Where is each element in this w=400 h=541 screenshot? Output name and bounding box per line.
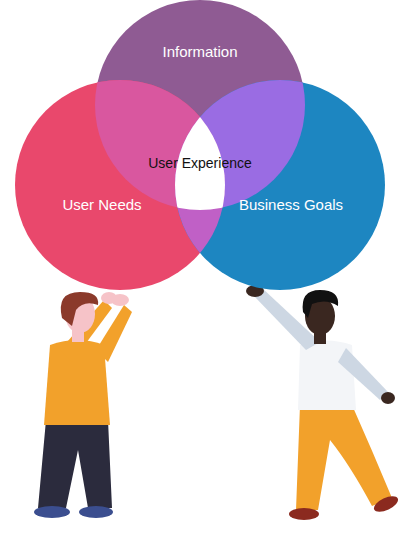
node-label: User Experience xyxy=(148,155,252,173)
node-label: Information xyxy=(162,43,237,62)
node-label: Business Goals xyxy=(239,196,343,215)
left-person xyxy=(34,292,132,518)
text-holder: User Needs xyxy=(47,196,157,215)
overlap-info-goals xyxy=(175,80,385,290)
node-label: User Needs xyxy=(62,196,141,215)
text-holder: User Experience xyxy=(148,154,252,172)
text-holder: Business Goals xyxy=(236,196,346,215)
overlap-needs-goals xyxy=(175,80,385,290)
overlap-info-needs xyxy=(15,80,225,290)
text-holder: Information xyxy=(125,43,275,62)
right-person xyxy=(246,285,400,520)
